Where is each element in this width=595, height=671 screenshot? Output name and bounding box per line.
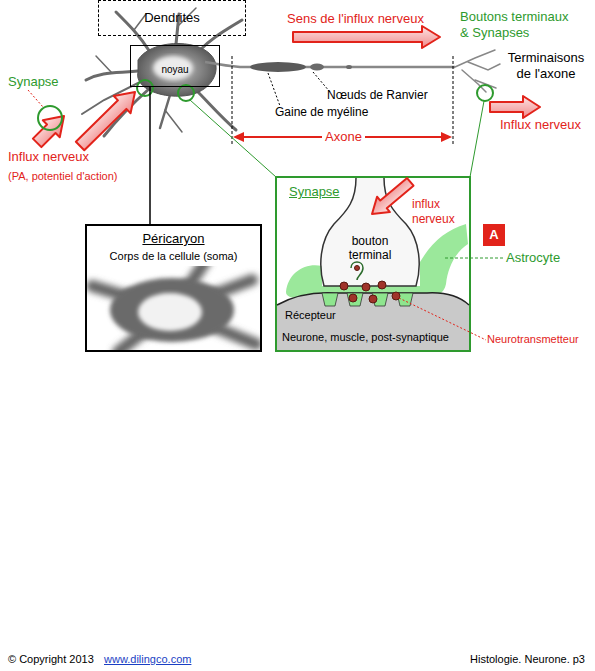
- bouton-outline: [321, 178, 419, 286]
- soma-body: [110, 278, 234, 342]
- impulse-arrow: [366, 174, 417, 221]
- myelin-sheath: [250, 62, 306, 72]
- page-footer: Histologie. Neurone. p3: [470, 653, 585, 667]
- part-label: Astrocyte: [506, 250, 560, 266]
- marker-badge: A: [483, 224, 505, 246]
- span-label: Axone: [322, 129, 365, 145]
- part-label: Boutons terminaux & Synapses: [460, 9, 575, 42]
- terminal-branch: [462, 70, 486, 92]
- postsynaptic-fill: [277, 293, 469, 350]
- website-link: www.dilingco.com: [104, 653, 191, 667]
- nucleus-label: noyau: [131, 64, 219, 76]
- zoom-line: [190, 100, 276, 177]
- node-outline: [318, 178, 422, 288]
- dashed-box: Dendrites: [98, 0, 246, 36]
- neurotransmitter-dot: [392, 292, 400, 300]
- dendrite: [86, 70, 145, 80]
- neurotransmitter-dot: [369, 295, 377, 303]
- astrocyte-shape: [286, 224, 468, 298]
- signal-label: Influx nerveux: [500, 117, 581, 133]
- dendrite: [165, 110, 182, 132]
- part-label: Neurotransmetteur: [487, 333, 579, 347]
- terminal-bouton: bouton terminal: [318, 178, 422, 288]
- receptor-shape: [372, 293, 388, 306]
- part-label: Nœuds de Ranvier: [327, 88, 428, 103]
- soma-image: [92, 266, 256, 350]
- dendrite: [160, 95, 170, 128]
- receptor-shape: [347, 293, 363, 306]
- cell-body-panel: PéricaryonCorps de la cellule (soma): [85, 224, 262, 352]
- postsynaptic-cell: RécepteurNeurone, muscle, post-synaptiqu…: [277, 285, 469, 350]
- neurotransmitter-dot: [378, 281, 386, 289]
- leader-line: [28, 90, 43, 107]
- soma-nucleus: [138, 293, 202, 331]
- synapse-marker: [137, 80, 153, 96]
- span-guide: [453, 56, 454, 146]
- receptor-label: Récepteur: [285, 309, 375, 322]
- cell-label: Neurone, muscle, post-synaptique: [282, 331, 468, 344]
- detail-panel: Synapsebouton terminalRécepteurNeurone, …: [275, 176, 471, 352]
- nucleus-box: noyau: [130, 45, 220, 87]
- vesicle: [351, 262, 363, 280]
- receptor-shape: [322, 293, 338, 306]
- neurotransmitter-dot: [362, 283, 370, 291]
- copyright-note: © Copyright 2013: [8, 653, 94, 667]
- signal-note: (PA, potentiel d'action): [8, 170, 118, 184]
- signal-label: influx nerveux: [412, 197, 467, 227]
- part-label: Gaine de myéline: [275, 105, 368, 120]
- panel-subtitle: Corps de la cellule (soma): [87, 250, 260, 263]
- synapse-marker: [477, 85, 493, 101]
- leader-line: [445, 258, 503, 259]
- part-label: Terminaisons de l'axone: [500, 50, 592, 83]
- leader-line: [268, 73, 280, 106]
- synapse-marker: [38, 106, 62, 130]
- span-guide: [232, 56, 233, 146]
- impulse-arrow: [72, 83, 144, 154]
- span-arrowhead: [441, 132, 452, 142]
- neurotransmitter-dot: [349, 294, 357, 302]
- postsynaptic-membrane: [277, 293, 469, 305]
- direction-label: Sens de l'influx nerveux: [287, 11, 424, 27]
- synapse-marker: [178, 85, 194, 101]
- terminal-branch: [475, 80, 496, 88]
- neurotransmitter-dot: [355, 266, 360, 271]
- neurotransmitter-dots: [340, 266, 400, 304]
- box-title: Dendrites: [99, 10, 245, 26]
- axon-terminals: [455, 50, 500, 92]
- zoom-line: [470, 101, 484, 177]
- signal-label: Influx nerveux: [8, 149, 89, 165]
- impulse-arrow: [490, 96, 540, 118]
- myelin-sheath: [310, 64, 324, 71]
- panel-title: Péricaryon: [87, 231, 260, 247]
- neurotransmitter-dot: [340, 282, 348, 290]
- direction-arrow: [293, 26, 440, 48]
- terminal-branch: [468, 62, 500, 70]
- badge-letter: A: [483, 227, 505, 243]
- dendrite: [96, 56, 112, 73]
- axon: [205, 62, 455, 67]
- dendrite: [196, 90, 236, 130]
- soma-processes: [92, 266, 256, 350]
- connector-line: [149, 87, 151, 224]
- bouton-label: bouton terminal: [335, 234, 405, 263]
- receptor-shape: [397, 293, 413, 306]
- part-label: Synapse: [8, 74, 59, 90]
- leader-line: [399, 298, 486, 340]
- ranvier-node: [346, 65, 352, 69]
